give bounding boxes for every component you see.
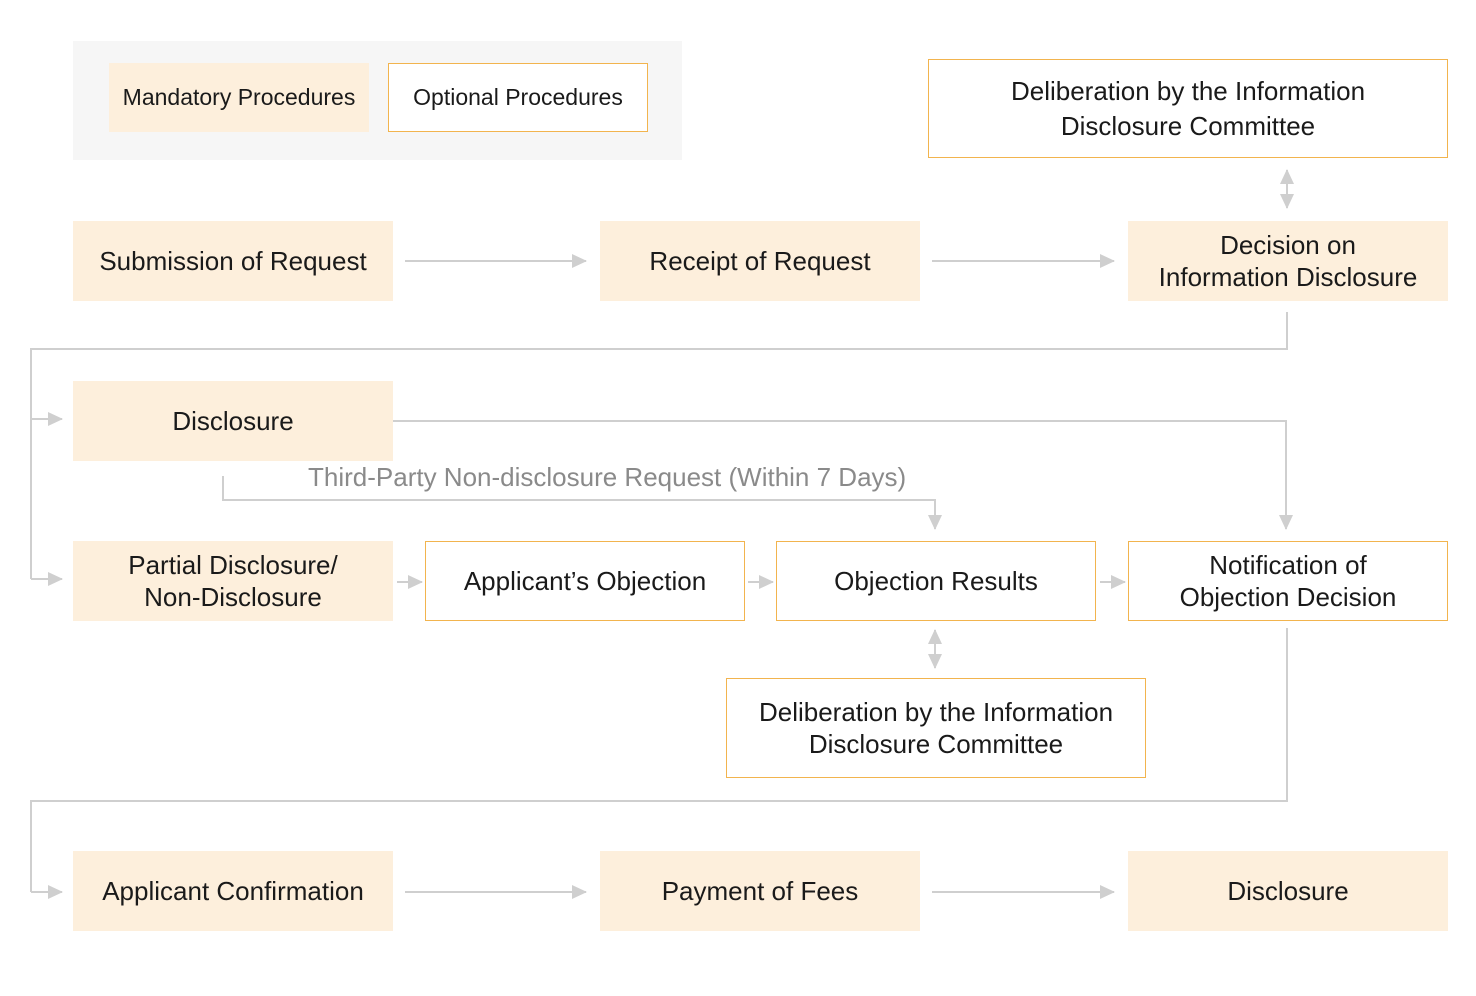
final-disclosure-label: Disclosure [1227, 876, 1349, 906]
submission-label: Submission of Request [99, 246, 367, 276]
committee-mid-line2: Disclosure Committee [808, 729, 1064, 759]
partial-line1: Partial Disclosure/ [128, 550, 338, 580]
legend-mandatory-label: Mandatory Procedures [122, 84, 356, 110]
partial-line2: Non-Disclosure [144, 582, 322, 612]
arrow-disclosure-to-notification [393, 420, 1293, 530]
decision-line1: Decision on [1220, 230, 1356, 260]
notification-line1: Notification of [1209, 550, 1367, 580]
decision-box: Decision on Information Disclosure [1128, 221, 1448, 301]
third-party-annotation: Third-Party Non-disclosure Request (With… [308, 462, 907, 492]
committee-box-top: Deliberation by the Information Disclosu… [928, 59, 1448, 158]
submission-box: Submission of Request [73, 221, 393, 301]
notification-box: Notification of Objection Decision [1128, 541, 1448, 621]
receipt-label: Receipt of Request [649, 246, 871, 276]
committee-top-line2: Disclosure Committee [1060, 110, 1316, 141]
objection-results-box: Objection Results [776, 541, 1096, 621]
applicant-objection-box: Applicant’s Objection [425, 541, 745, 621]
connector-notification-down [30, 628, 1288, 892]
disclosure-box: Disclosure [73, 381, 393, 461]
legend-optional: Optional Procedures [388, 63, 648, 132]
objection-results-label: Objection Results [834, 566, 1038, 596]
committee-top-line1: Deliberation by the Information [1010, 75, 1366, 106]
legend-optional-label: Optional Procedures [413, 84, 623, 110]
disclosure-label: Disclosure [172, 406, 294, 436]
receipt-box: Receipt of Request [600, 221, 920, 301]
decision-line2: Information Disclosure [1158, 262, 1418, 292]
payment-label: Payment of Fees [661, 876, 859, 906]
applicant-objection-label: Applicant’s Objection [463, 566, 707, 596]
arrow-third-party [222, 476, 942, 530]
notification-line2: Objection Decision [1179, 582, 1397, 612]
partial-disclosure-box: Partial Disclosure/ Non-Disclosure [73, 541, 393, 621]
committee-box-mid: Deliberation by the Information Disclosu… [726, 678, 1146, 778]
committee-mid-line1: Deliberation by the Information [758, 697, 1114, 727]
applicant-confirmation-box: Applicant Confirmation [73, 851, 393, 931]
payment-box: Payment of Fees [600, 851, 920, 931]
applicant-confirmation-label: Applicant Confirmation [102, 876, 364, 906]
final-disclosure-box: Disclosure [1128, 851, 1448, 931]
connector-decision-down [30, 312, 1288, 579]
legend: Mandatory Procedures Optional Procedures [73, 41, 682, 160]
legend-mandatory: Mandatory Procedures [109, 63, 369, 132]
